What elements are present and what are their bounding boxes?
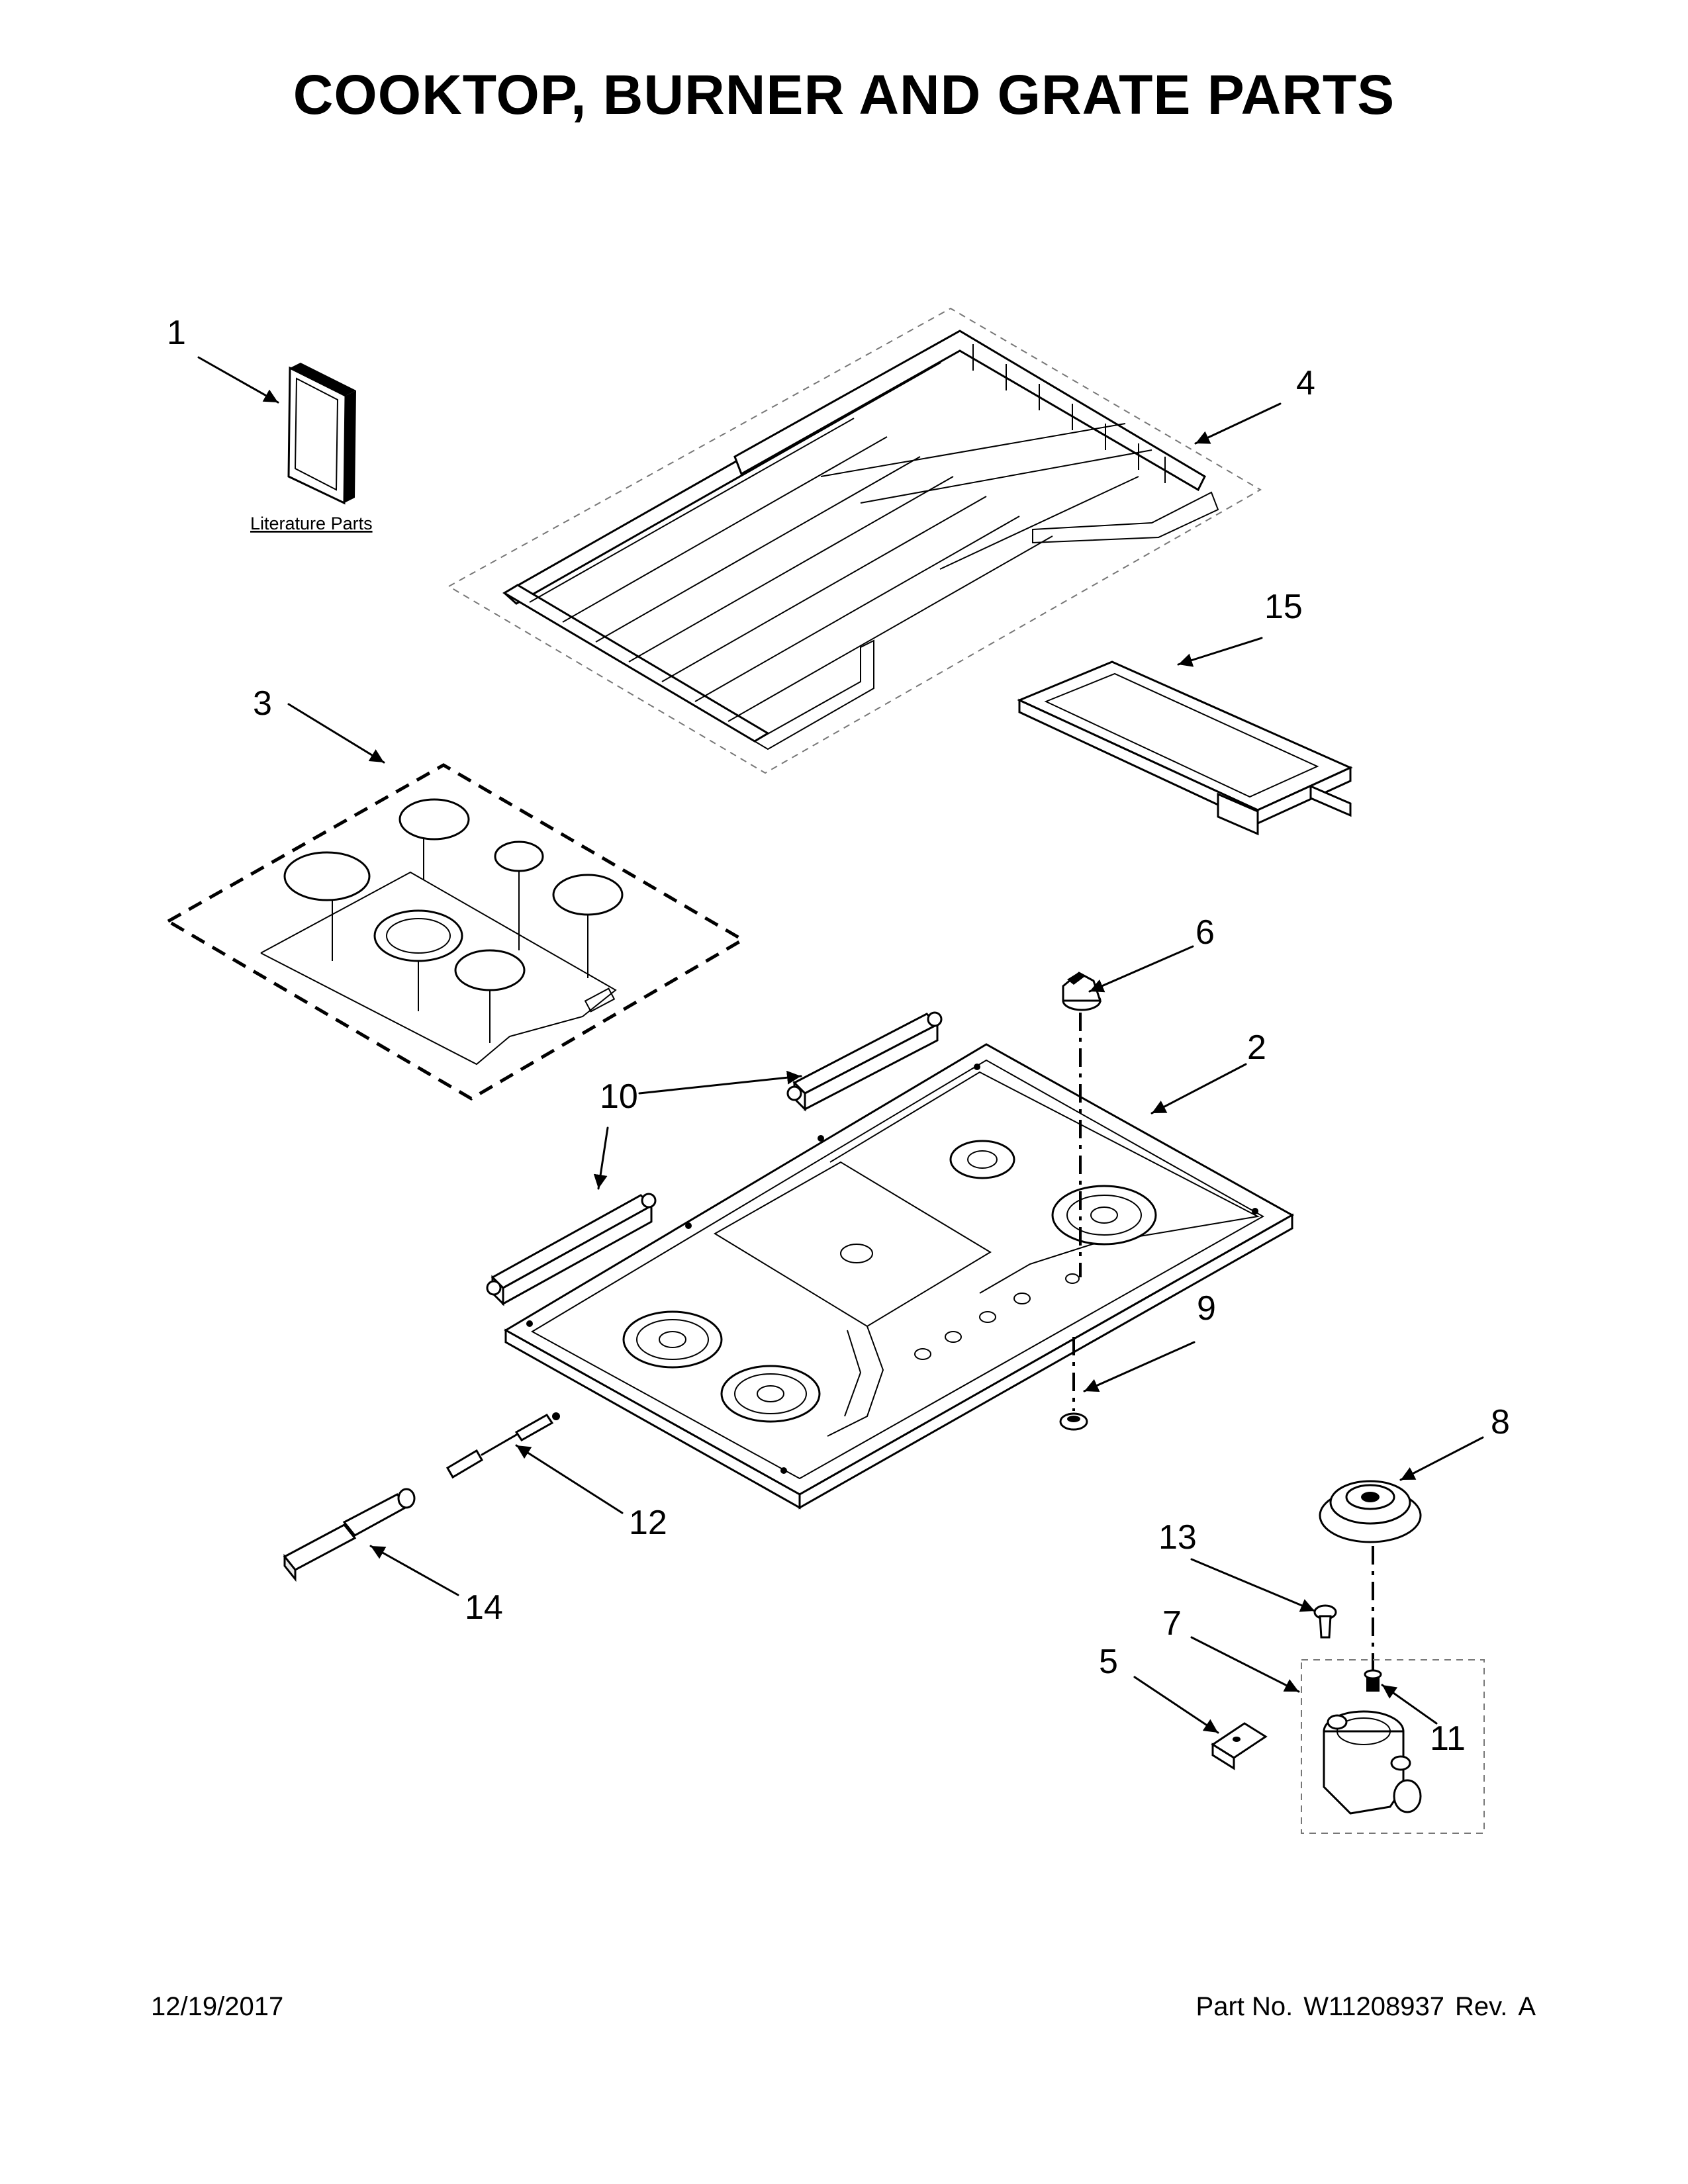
cooktop-overlay[interactable] [164, 763, 746, 1101]
literature-booklet[interactable] [287, 363, 356, 505]
igniter-harness[interactable] [283, 1488, 416, 1582]
grates[interactable] [447, 307, 1262, 774]
callout-12: 12 [629, 1504, 667, 1542]
part-label: Part No. [1196, 1992, 1293, 2021]
page-title: COOKTOP, BURNER AND GRATE PARTS [293, 64, 1395, 126]
support-rail-upper[interactable] [786, 1011, 943, 1112]
callout-3: 3 [253, 684, 272, 723]
footer-date: 12/19/2017 [151, 1992, 284, 2021]
orifice[interactable] [1364, 1669, 1382, 1692]
part-number: W11208937 [1303, 1992, 1445, 2021]
callout-7: 7 [1162, 1604, 1182, 1643]
mounting-bracket[interactable] [1211, 1722, 1268, 1770]
control-knob[interactable] [1062, 972, 1102, 1011]
literature-parts-label: Literature Parts [250, 514, 373, 533]
igniter-electrode[interactable] [445, 1412, 560, 1479]
callout-13: 13 [1158, 1518, 1197, 1557]
callout-8: 8 [1491, 1403, 1510, 1441]
callout-11: 11 [1430, 1719, 1466, 1758]
screw[interactable] [1313, 1604, 1337, 1639]
callout-2: 2 [1247, 1028, 1266, 1067]
callout-6: 6 [1196, 913, 1215, 952]
callout-5: 5 [1099, 1643, 1118, 1681]
callout-14: 14 [465, 1588, 503, 1627]
rev-label: Rev. [1455, 1992, 1508, 2021]
callout-1: 1 [167, 314, 186, 352]
callout-4: 4 [1296, 364, 1315, 402]
rev-value: A [1518, 1992, 1536, 2021]
callout-9: 9 [1197, 1289, 1216, 1328]
grommet[interactable] [1059, 1412, 1088, 1431]
callout-10: 10 [600, 1077, 638, 1116]
burner-base-valve[interactable] [1323, 1710, 1422, 1815]
burner-head[interactable] [1319, 1480, 1422, 1543]
footer-part-number: Part No. W11208937 Rev. A [1186, 1992, 1536, 2022]
callout-15: 15 [1264, 588, 1303, 626]
leader-lines [197, 356, 1484, 1734]
cooktop-main-top[interactable] [503, 1043, 1295, 1510]
griddle-plate[interactable] [1017, 660, 1353, 836]
support-rail-lower[interactable] [486, 1193, 657, 1306]
